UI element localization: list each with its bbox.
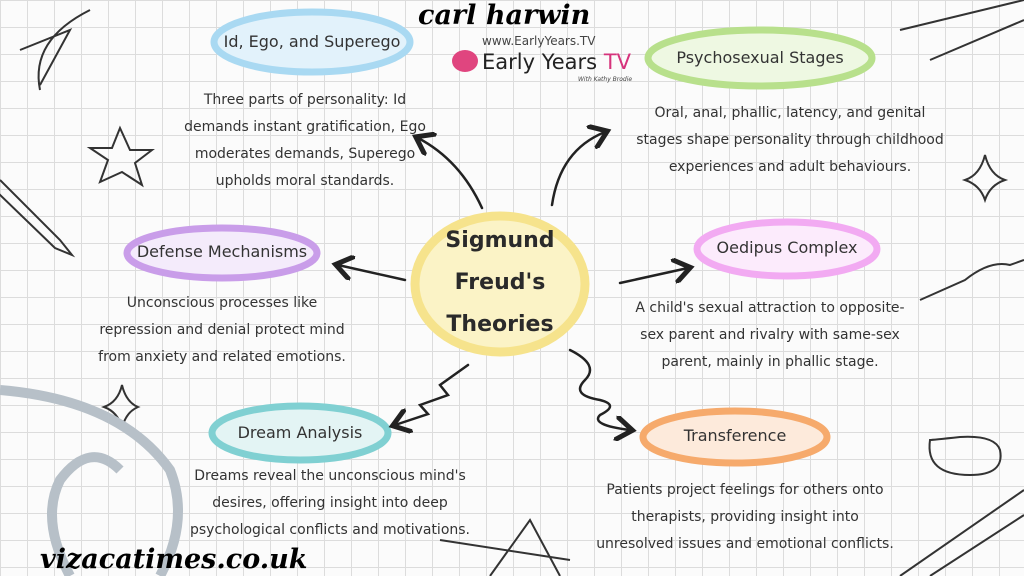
tv-logo-icon <box>452 50 478 72</box>
arrow-to-id-ego <box>418 138 484 210</box>
logo-name: Early Years TV <box>482 50 631 74</box>
desc-line: Dreams reveal the unconscious mind's <box>194 468 466 484</box>
desc-line: unresolved issues and emotional conflict… <box>596 536 894 552</box>
oval-transference <box>639 407 831 467</box>
sparkle-doodle <box>961 154 1009 204</box>
logo-url: www.EarlyYears.TV <box>482 34 596 48</box>
topic-desc-id-ego: Three parts of personality: Id demands i… <box>184 87 426 195</box>
oval-center <box>410 211 590 357</box>
oval-oedipus <box>693 218 881 280</box>
desc-line: Unconscious processes like <box>126 295 318 311</box>
logo-tagline: With Kathy Brodie <box>578 76 633 83</box>
oval-psychosexual <box>644 26 876 90</box>
desc-line: desires, offering insight into deep <box>212 495 448 511</box>
topic-desc-psychosexual: Oral, anal, phallic, latency, and genita… <box>636 100 943 181</box>
topic-desc-oedipus: A child's sexual attraction to opposite-… <box>635 295 904 376</box>
topic-desc-defense: Unconscious processes like repression an… <box>98 290 346 371</box>
topic-title-dream: Dream Analysis <box>237 423 363 442</box>
desc-line: psychological conflicts and motivations. <box>189 522 471 538</box>
desc-line: Oral, anal, phallic, latency, and genita… <box>654 105 926 121</box>
desc-line: demands instant gratification, Ego <box>184 119 426 135</box>
desc-line: A child's sexual attraction to opposite- <box>635 300 905 316</box>
desc-line: therapists, providing insight into <box>631 509 859 525</box>
desc-line: stages shape personality through childho… <box>636 132 944 148</box>
arrow-to-psychosexual <box>550 132 605 207</box>
speech-bubble-doodle <box>928 435 1002 477</box>
desc-line: moderates demands, Superego <box>194 146 416 162</box>
oval-defense <box>123 224 321 282</box>
center-title-line: Freud's <box>454 270 546 295</box>
desc-line: sex parent and rivalry with same-sex <box>640 327 900 343</box>
desc-line: Patients project feelings for others ont… <box>606 482 884 498</box>
lines-doodle <box>899 0 1024 576</box>
desc-line: from anxiety and related emotions. <box>98 349 346 365</box>
topic-title-transference: Transference <box>683 426 787 445</box>
topic-desc-transference: Patients project feelings for others ont… <box>596 477 894 558</box>
center-title-line: Theories <box>446 312 554 337</box>
topic-desc-dream: Dreams reveal the unconscious mind's des… <box>190 463 470 544</box>
desc-line: experiences and adult behaviours. <box>668 159 912 175</box>
desc-line: Three parts of personality: Id <box>203 92 407 108</box>
watermark-bottom: vizacatimes.co.uk <box>40 544 308 575</box>
pencil-doodle <box>0 179 76 258</box>
center-title-line: Sigmund <box>445 228 555 253</box>
star-outline-doodle <box>439 518 571 576</box>
star-doodle <box>86 125 155 188</box>
logo-name-text: Early Years <box>482 50 598 74</box>
arrow-to-dream <box>395 363 470 425</box>
oval-dream <box>208 402 392 464</box>
oval-id-ego <box>210 8 414 76</box>
center-title: Sigmund Freud's Theories <box>445 220 554 346</box>
topic-title-oedipus: Oedipus Complex <box>716 238 858 257</box>
scribble-doodle <box>19 9 91 91</box>
arrow-to-transference <box>568 348 630 430</box>
swirl-doodle <box>0 385 183 576</box>
watermark-top: carl harwin <box>418 0 591 31</box>
arrow-to-oedipus <box>618 268 688 285</box>
desc-line: repression and denial protect mind <box>99 322 345 338</box>
topic-title-id-ego: Id, Ego, and Superego <box>223 32 401 51</box>
desc-line: parent, mainly in phallic stage. <box>661 354 879 370</box>
logo-name-accent: TV <box>603 50 632 74</box>
topic-title-psychosexual: Psychosexual Stages <box>676 48 844 67</box>
topic-title-defense: Defense Mechanisms <box>136 242 308 261</box>
hand-pointer-doodle <box>919 259 1024 301</box>
desc-line: upholds moral standards. <box>215 173 395 189</box>
arrow-to-defense <box>338 265 407 282</box>
